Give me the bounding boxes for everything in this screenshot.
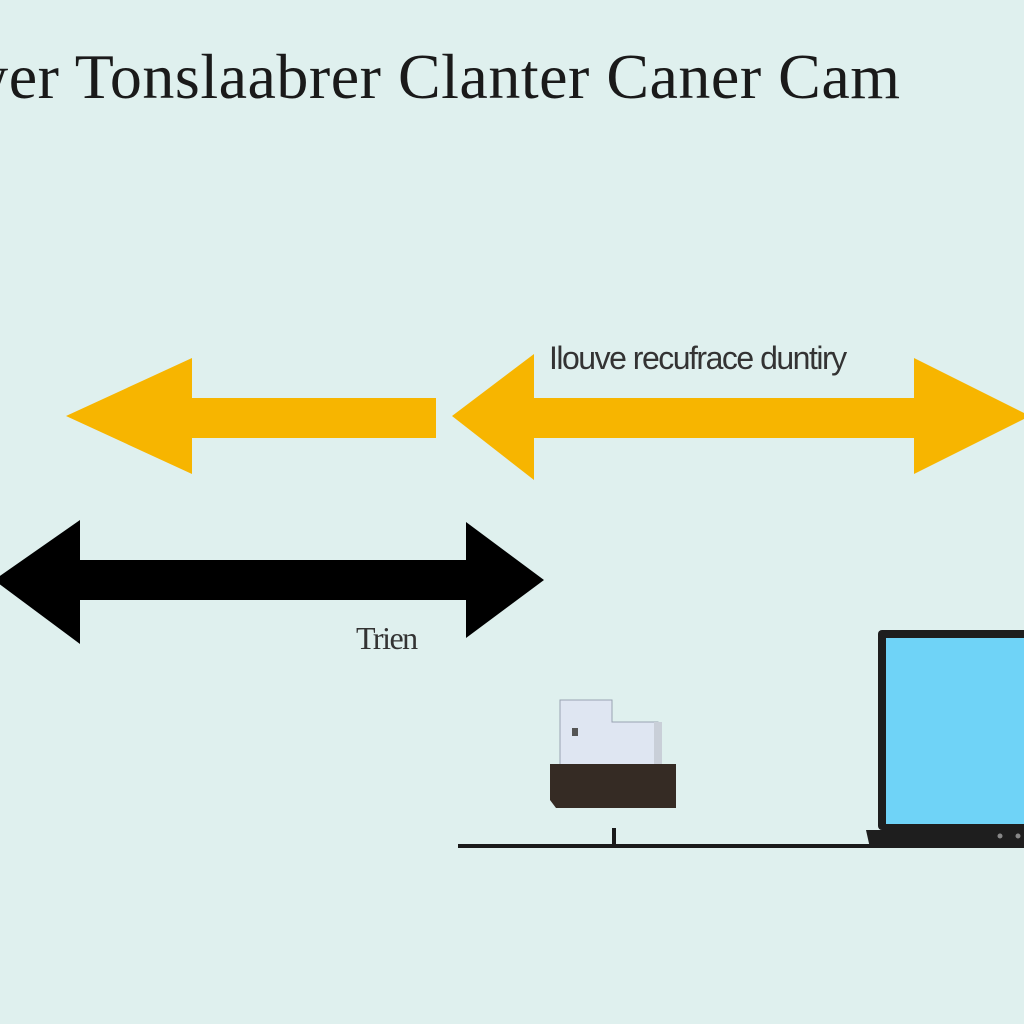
printer-icon — [550, 699, 676, 808]
printer-paper-mark — [572, 728, 578, 736]
laptop-indicator-light — [997, 833, 1003, 839]
printer-body — [550, 764, 676, 808]
middle-arrow-label: Trien — [356, 620, 418, 656]
top-arrow-label: Ilouve recufrace duntiry — [549, 340, 847, 376]
yellow-double-arrow — [452, 354, 1024, 480]
yellow-left-arrow — [66, 358, 436, 474]
device-stand — [612, 828, 616, 846]
laptop-screen — [886, 638, 1024, 824]
connection-line — [458, 844, 1024, 848]
black-double-arrow — [0, 520, 544, 644]
laptop-indicator-light — [1015, 833, 1021, 839]
diagram-title: wer Tonslaabrer Clanter Caner Cam — [0, 42, 901, 112]
laptop-base — [866, 830, 1024, 848]
laptop-icon — [866, 630, 1024, 848]
printer-paper-edge — [654, 722, 662, 764]
